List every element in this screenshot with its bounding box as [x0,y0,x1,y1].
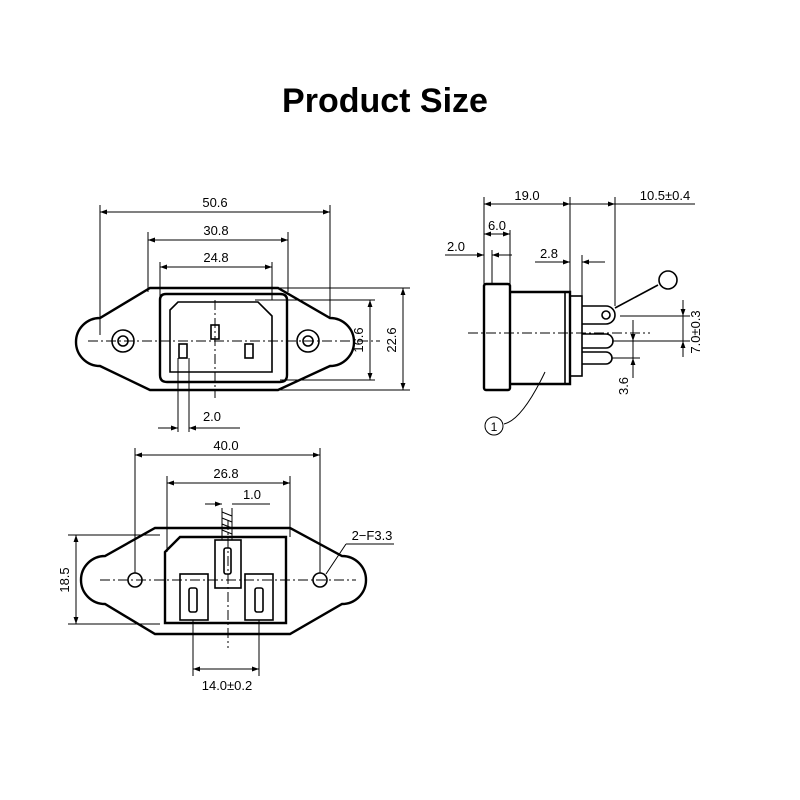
side-callout-label: 1 [491,420,498,434]
side-wire-end [658,270,678,290]
dim-terminal-thickness: 2.8 [540,246,558,261]
cutout-view: 40.0 26.8 1.0 18.5 2−F3.3 14.0±0.2 [57,438,394,693]
side-callout-circle [484,416,504,436]
dim-terminal-offset: 3.6 [616,377,631,395]
dim-body-height: 22.6 [384,327,399,352]
front-opening-inner [169,301,273,373]
dim-flange-height: 18.5 [57,567,72,592]
side-body-outline [510,290,572,386]
dim-depth: 19.0 [514,188,539,203]
dim-mounting-holes: 2−F3.3 [352,528,393,543]
dim-opening-width: 24.8 [203,250,228,265]
dim-terminal-length: 10.5±0.4 [640,188,691,203]
dim-terminal-pitch: 7.0±0.3 [688,310,703,353]
dim-opening-height: 16.6 [351,327,366,352]
dim-pin-spacing: 2.0 [203,409,221,424]
dim-hole-spacing: 40.0 [213,438,238,453]
dim-body-width: 30.8 [203,223,228,238]
front-body-outline [158,292,289,384]
front-view: 50.6 30.8 24.8 16.6 22.6 2.0 [74,195,410,432]
dim-cutout-width: 26.8 [213,466,238,481]
side-terminal-top [582,305,616,325]
front-pin-left [178,343,188,359]
side-terminal-bot [582,351,613,365]
dim-overall-width: 50.6 [202,195,227,210]
dim-flange-thickness: 2.0 [447,239,465,254]
dim-pin-pitch: 14.0±0.2 [202,678,253,693]
side-flange [482,282,512,392]
dim-pin-width: 1.0 [243,487,261,502]
page-title: Product Size [282,82,488,120]
side-view: 19.0 10.5±0.4 6.0 2.0 2.8 7.0±0.3 3.6 1 [445,188,703,436]
side-rear-step [569,295,583,377]
cutout-pin-right-frame [244,573,274,621]
cutout-pin-left [188,587,198,613]
side-terminal-mid [582,333,614,349]
dim-flange-depth: 6.0 [488,218,506,233]
cutout-flange-outline [79,526,368,636]
cutout-pin-right [254,587,264,613]
front-pin-right [244,343,254,359]
cutout-pin-left-frame [179,573,209,621]
